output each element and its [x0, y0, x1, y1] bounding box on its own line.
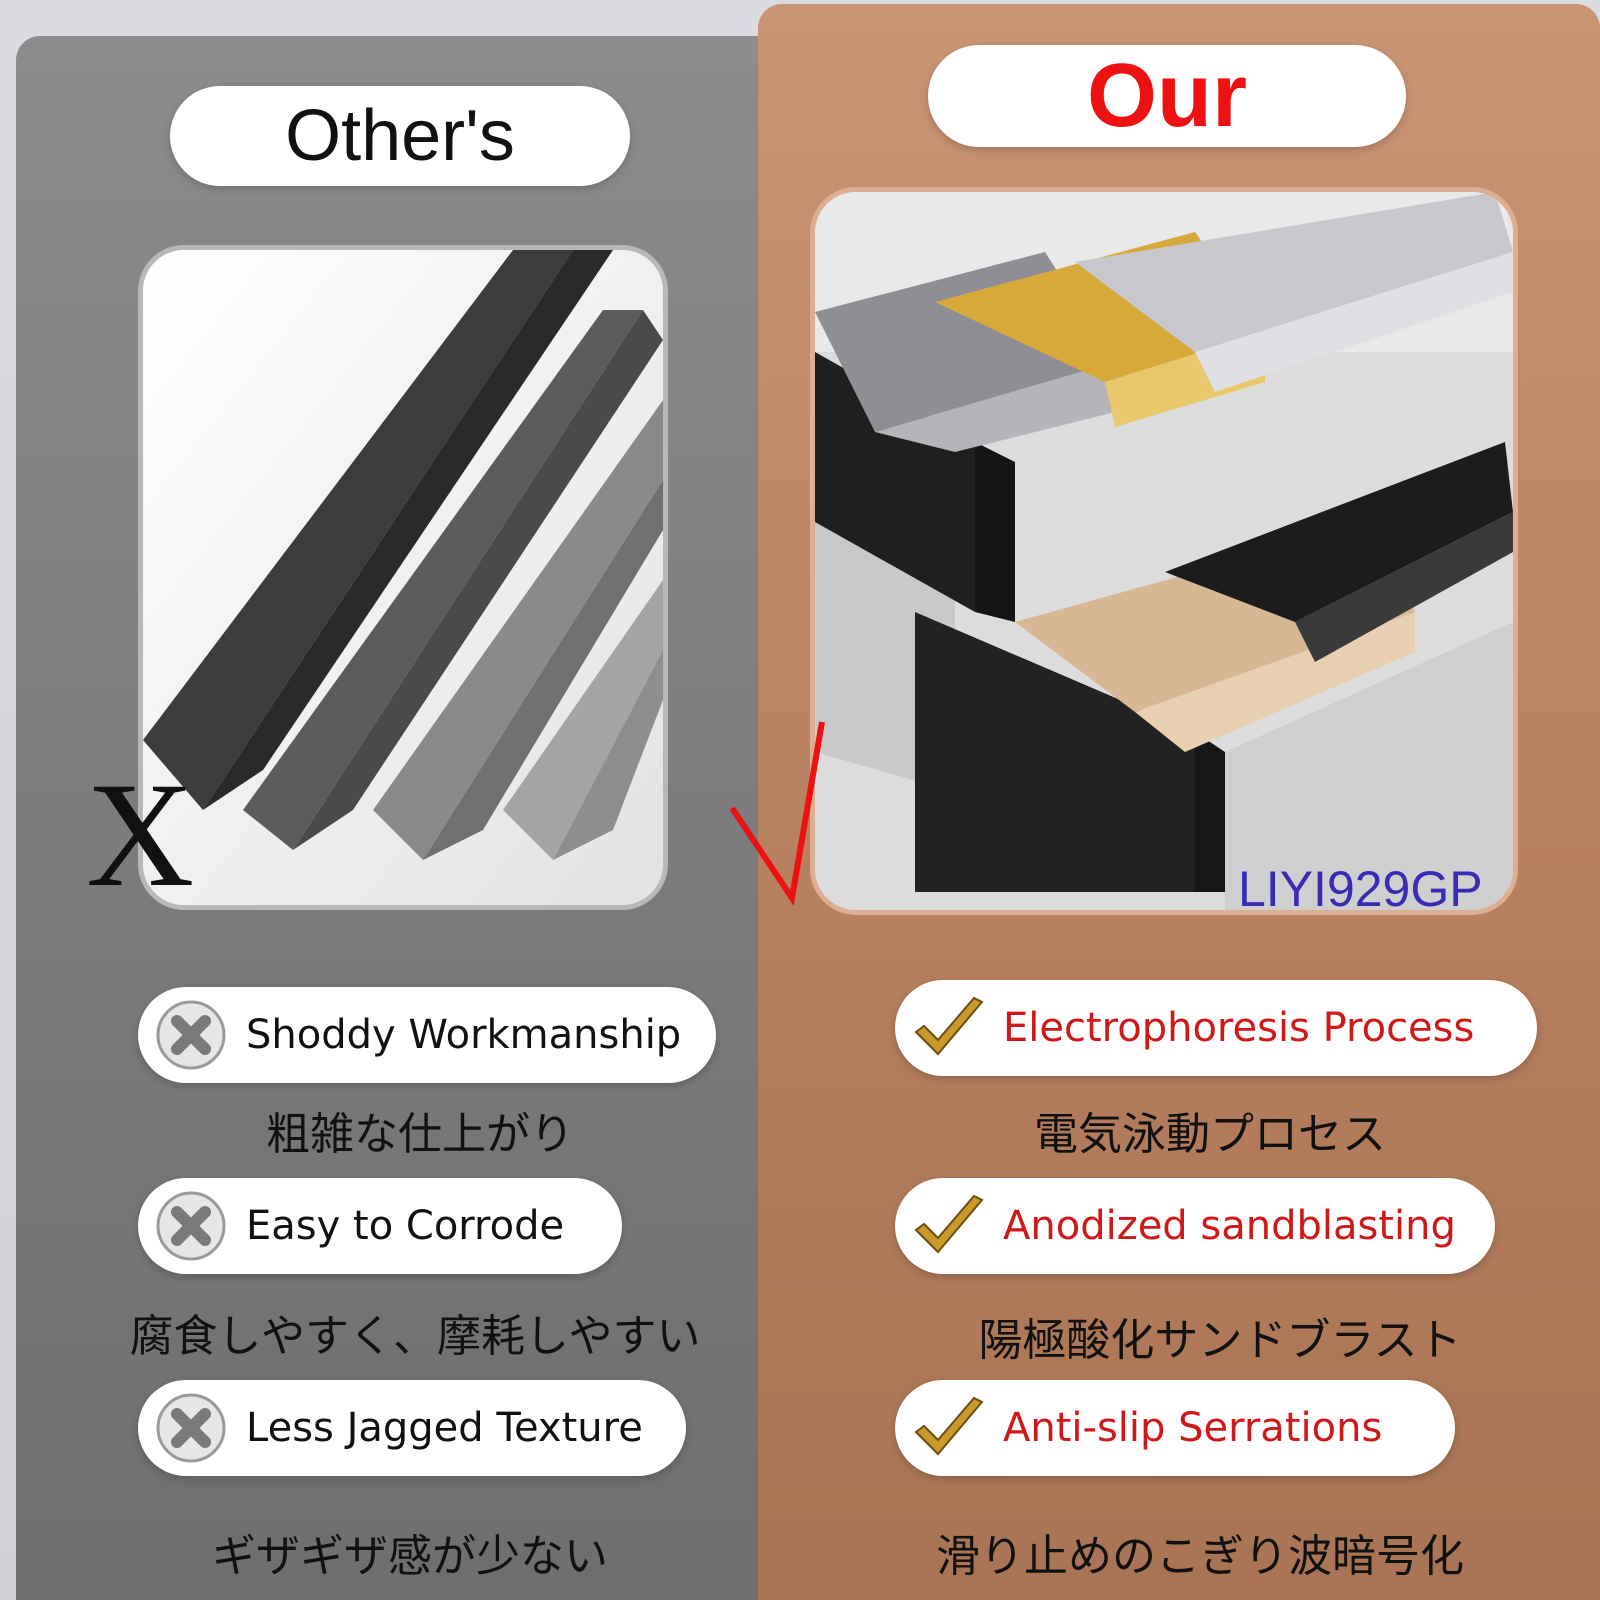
gold-check-icon: [907, 987, 989, 1069]
feature-label: Electrophoresis Process: [1003, 1005, 1475, 1051]
others-title: Other's: [170, 86, 630, 186]
our-feature-3: Anti-slip Serrations: [895, 1380, 1455, 1476]
feature-label: Anodized sandblasting: [1003, 1203, 1456, 1249]
feature-label: Shoddy Workmanship: [246, 1012, 682, 1058]
our-feature-1: Electrophoresis Process: [895, 980, 1537, 1076]
check-mark-icon: [730, 721, 825, 906]
others-feature-1: Shoddy Workmanship: [138, 987, 716, 1083]
feature-jp-text: 電気泳動プロセス: [1034, 1109, 1386, 1160]
x-cross-icon: [150, 1387, 232, 1469]
x-cross-icon: [150, 994, 232, 1076]
feature-jp-text: 陽極酸化サンドブラスト: [978, 1315, 1462, 1366]
feature-jp-text: 滑り止めのこぎり波暗号化: [936, 1531, 1464, 1582]
others-feature-2: Easy to Corrode: [138, 1178, 622, 1274]
feature-label: Less Jagged Texture: [246, 1405, 643, 1451]
x-cross-icon: [150, 1185, 232, 1267]
feature-label: Easy to Corrode: [246, 1203, 565, 1249]
feature-label: Anti-slip Serrations: [1003, 1405, 1383, 1451]
our-feature-2: Anodized sandblasting: [895, 1178, 1495, 1274]
gold-check-icon: [907, 1387, 989, 1469]
gold-check-icon: [907, 1185, 989, 1267]
others-product-photo: [138, 245, 668, 910]
others-feature-3: Less Jagged Texture: [138, 1380, 686, 1476]
feature-jp-text: ギザギザ感が少ない: [212, 1531, 608, 1582]
feature-jp-text: 腐食しやすく、摩耗しやすい: [129, 1311, 701, 1362]
x-mark: X: [86, 752, 195, 918]
feature-jp-text: 粗雑な仕上がり: [266, 1109, 574, 1160]
our-product-photo: [810, 187, 1518, 915]
watermark-code: LIYI929GP: [1238, 861, 1483, 917]
our-title: Our: [928, 45, 1406, 147]
